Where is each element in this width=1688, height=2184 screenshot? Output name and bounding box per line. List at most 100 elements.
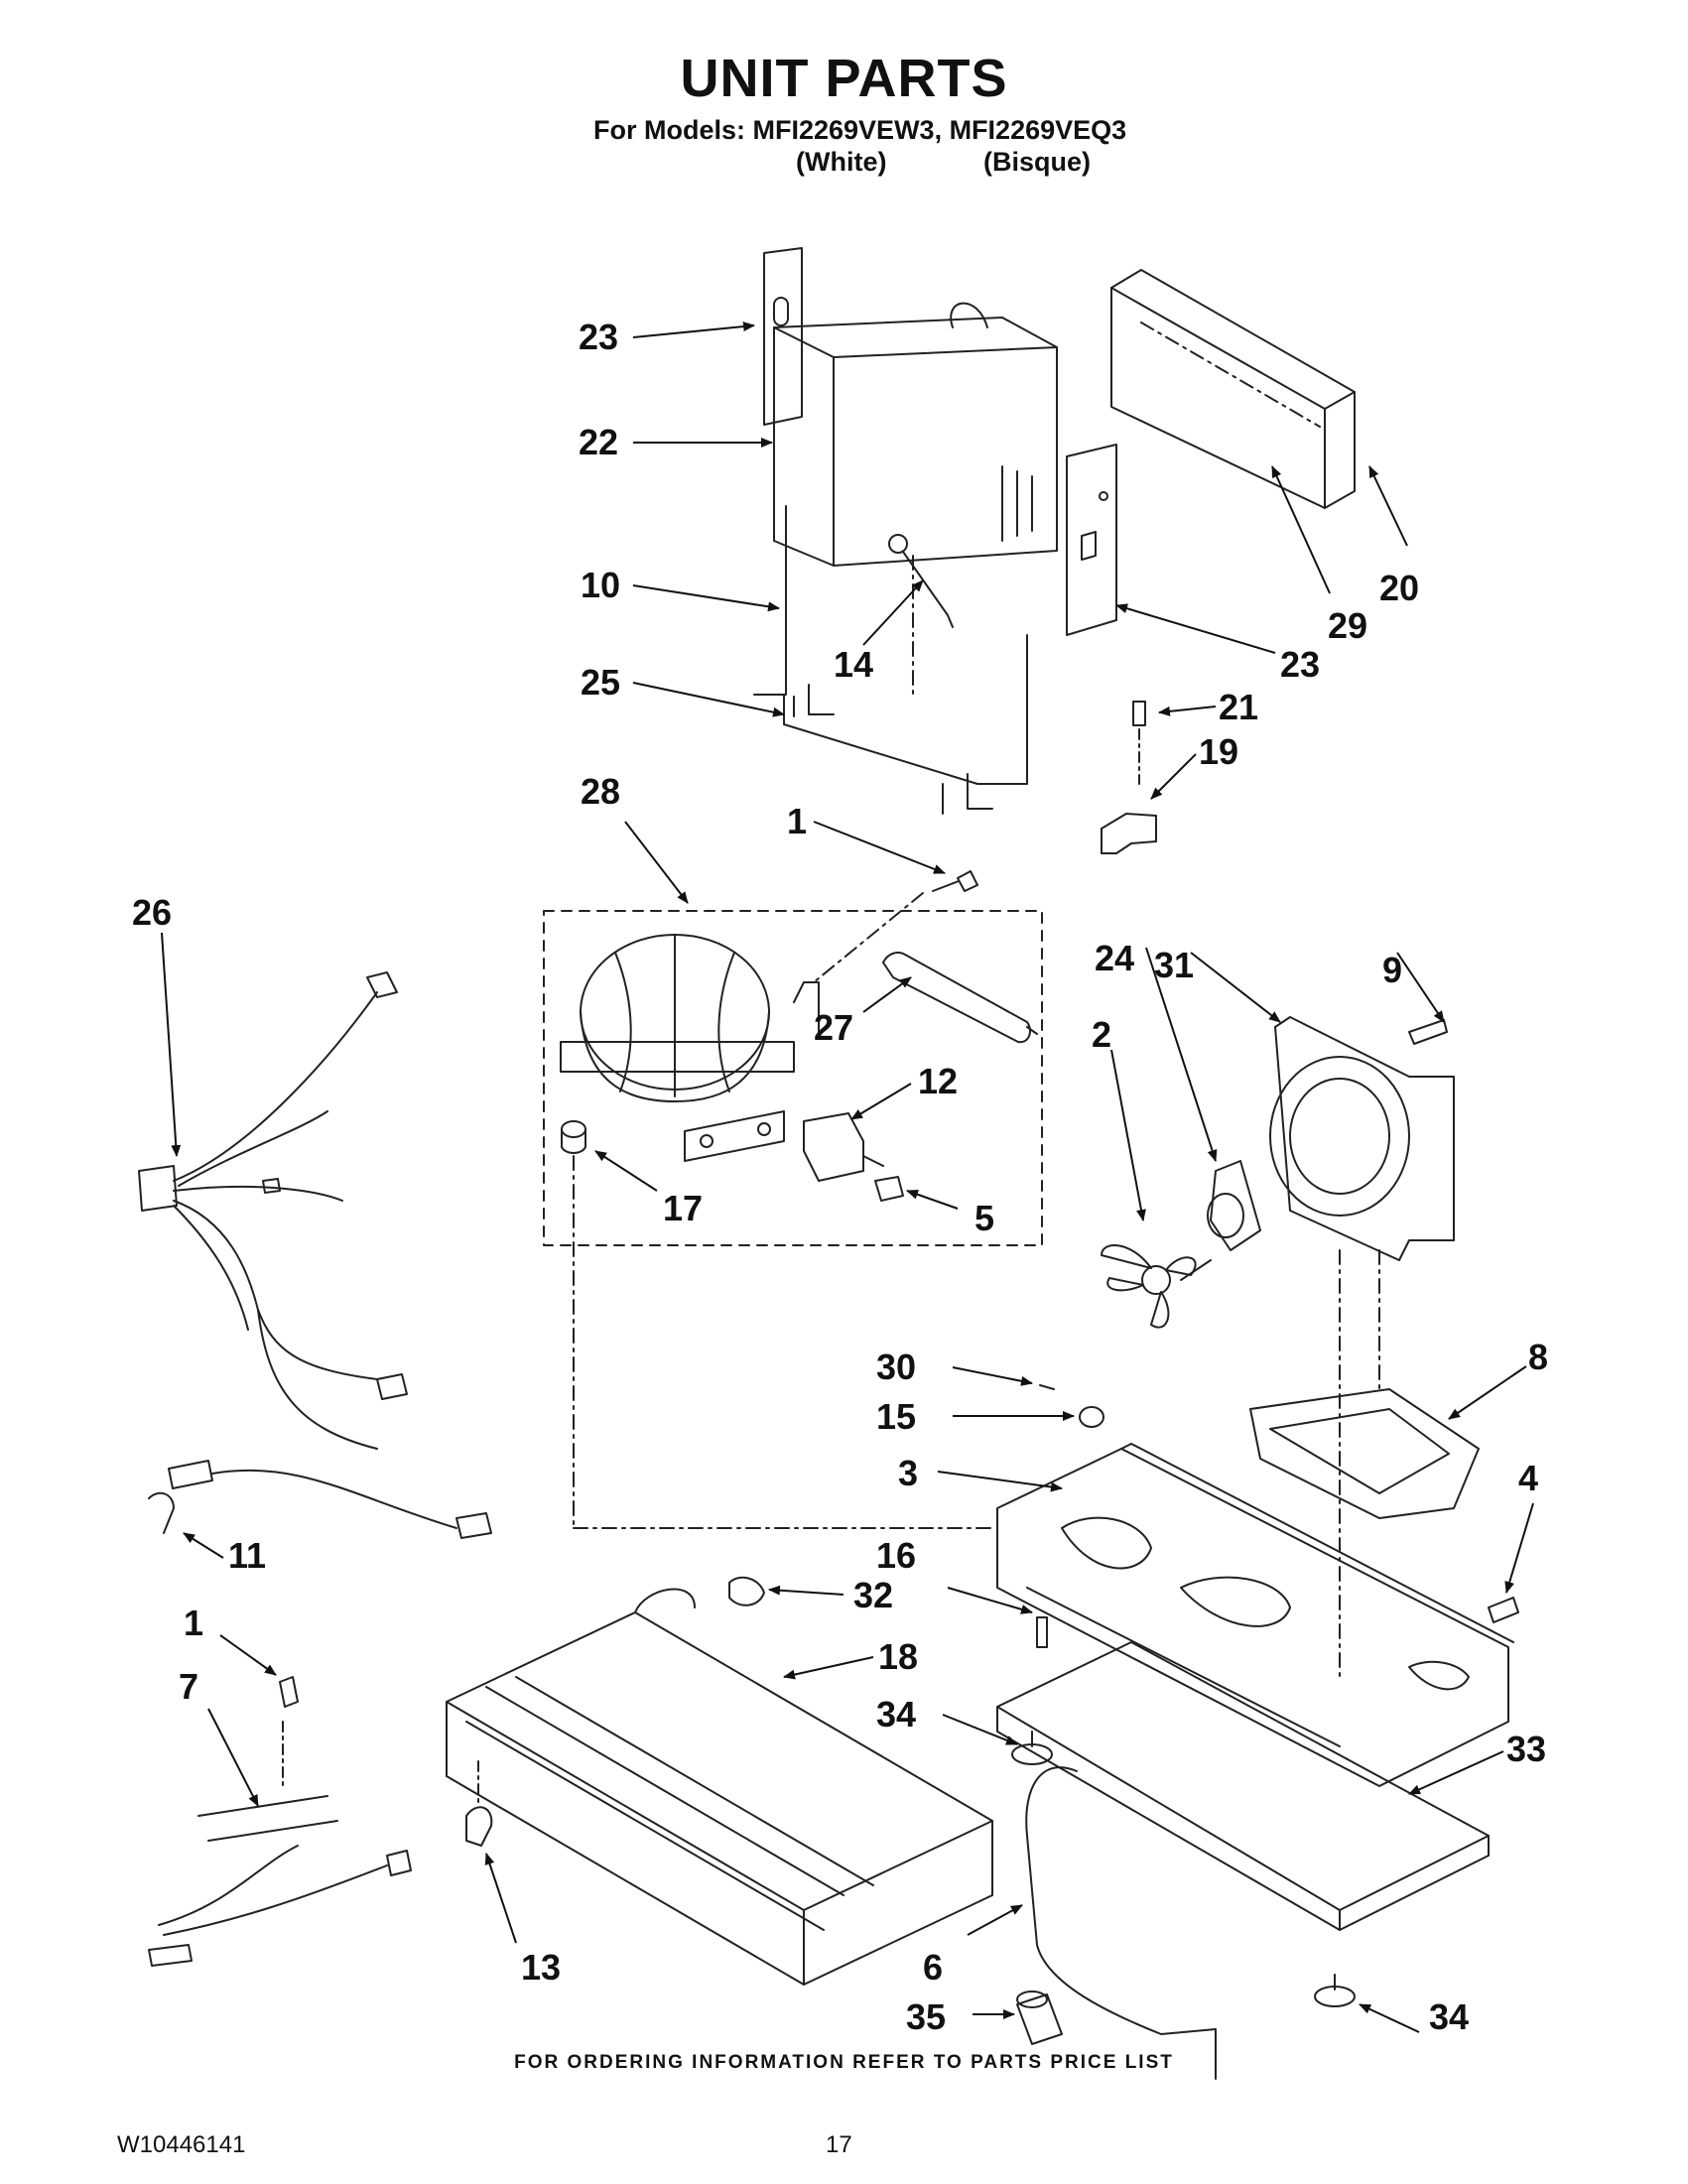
callout-1-top: 1 [787,801,807,841]
screw-and-clip [1101,701,1157,854]
mounting-bolt-lower [279,1676,299,1708]
leader-14 [862,579,924,646]
leader-27 [862,976,912,1013]
callout-27: 27 [814,1007,853,1048]
leader-30 [952,1366,1033,1386]
callout-8: 8 [1528,1337,1548,1377]
leader-21 [1158,706,1217,716]
leader-19 [1150,753,1197,800]
fan-motor-bracket [1249,1249,1480,1519]
condenser-coil [446,1588,993,1986]
drain-tube [1025,1766,1217,2080]
callout-23-left: 23 [579,317,618,357]
leader-24 [1145,947,1218,1162]
leader-17 [594,1150,658,1192]
condenser-clip [465,1760,493,1847]
variant-bisque: (Bisque) [983,147,1091,177]
callout-14: 14 [834,644,873,685]
callout-5: 5 [974,1198,994,1238]
leader-32 [768,1585,844,1596]
unit-base-plate [996,1249,1514,1787]
condenser-fan-blade [1101,1244,1212,1329]
drain-pan [996,1641,1490,1931]
callout-26: 26 [132,892,172,933]
callout-3: 3 [898,1453,918,1493]
callout-34-upper: 34 [876,1694,916,1734]
callout-29: 29 [1328,605,1367,646]
compressor-grommet [561,1120,586,1529]
condenser-foot-upper [1011,1731,1053,1765]
callout-6: 6 [923,1947,943,1988]
evaporator-bracket-right [1066,444,1117,636]
callout-21: 21 [1219,687,1258,727]
condenser-fan-shroud [1269,1016,1455,1261]
overload-cap [874,1176,904,1202]
variant-white: (White) [796,147,887,177]
callout-17: 17 [663,1188,703,1228]
callout-16: 16 [876,1535,916,1576]
evaporator-cover [1110,269,1356,509]
callout-19: 19 [1199,731,1238,772]
callout-31: 31 [1154,945,1194,985]
callout-labels: 23 22 10 14 25 23 29 20 21 19 28 1 26 27… [132,317,1548,2037]
callout-30: 30 [876,1347,916,1387]
power-cord-harness [148,1721,412,1967]
leader-9 [1396,952,1445,1023]
leader-26 [161,932,182,1157]
callout-1-bottom: 1 [184,1603,203,1643]
document-number: W10446141 [117,2131,246,2158]
shroud-screw [1408,1019,1448,1045]
drain-tube-cap [1016,1991,1063,2045]
leader-11 [183,1532,224,1559]
start-relay [803,1112,884,1182]
leader-10 [632,584,780,612]
base-screw [1488,1597,1519,1623]
tube-clip [728,1576,765,1606]
callout-18: 18 [878,1636,918,1677]
callout-9: 9 [1382,950,1402,990]
base-screw-16 [1036,1616,1048,1648]
callout-33: 33 [1506,1729,1546,1769]
condenser-foot-lower [1314,1974,1356,2007]
evaporator-bracket-left [763,247,803,426]
leader-5 [906,1189,959,1210]
leader-20 [1368,465,1408,547]
leader-6 [967,1904,1023,1936]
leader-16 [947,1587,1033,1614]
dryer [882,952,1038,1044]
leader-34-upper [942,1714,1018,1745]
leader-25 [632,682,785,717]
leader-1-bottom [219,1634,277,1676]
callout-25: 25 [581,662,620,703]
defrost-thermostat [888,534,954,628]
callout-23-right: 23 [1280,644,1320,685]
leader-3 [937,1471,1063,1492]
ordering-info-footer: FOR ORDERING INFORMATION REFER TO PARTS … [514,2052,1174,2073]
compressor-assembly-outline [543,910,1043,1246]
callout-15: 15 [876,1396,916,1437]
evaporator [773,302,1058,567]
leader-29 [1271,465,1331,594]
callout-34-lower: 34 [1429,1996,1469,2037]
leader-13 [484,1853,517,1944]
leader-12 [850,1083,912,1120]
small-spring [1039,1384,1055,1390]
leader-1-top [813,821,946,874]
leader-7 [207,1708,259,1807]
wire-clip [148,1491,175,1534]
callout-11: 11 [228,1535,266,1576]
callout-28: 28 [581,771,620,812]
leader-18 [783,1656,874,1680]
callout-13: 13 [521,1947,561,1988]
leader-23-right [1115,603,1276,654]
callout-35: 35 [906,1996,946,2037]
leader-8 [1448,1365,1527,1420]
page-number: 17 [826,2131,852,2158]
callout-24: 24 [1095,938,1134,978]
wiring-harness [138,971,492,1539]
defrost-heater [753,505,1028,815]
leader-31 [1190,952,1281,1023]
models-text: For Models: MFI2269VEW3, MFI2269VEQ3 [593,115,1127,145]
callout-2: 2 [1092,1014,1111,1055]
